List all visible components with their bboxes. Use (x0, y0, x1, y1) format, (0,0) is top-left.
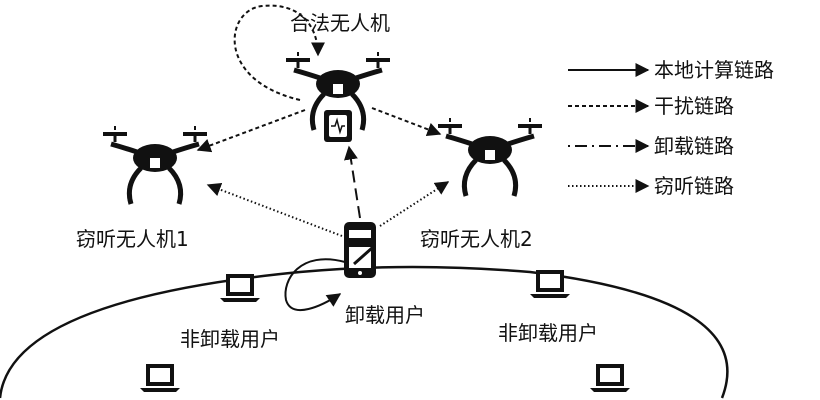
tablet-icon (344, 222, 376, 278)
eavesdrop-link-eve1 (206, 182, 343, 237)
non-offload-user-label-right: 非卸载用户 (498, 321, 598, 345)
non-offload-user-label-left: 非卸载用户 (180, 327, 280, 351)
legit-drone-label: 合法无人机 (290, 11, 390, 35)
offload-user-label: 卸载用户 (345, 303, 425, 327)
eve-drone-1-icon (103, 126, 207, 204)
local-link-loop (284, 258, 346, 311)
laptop-icon (140, 364, 180, 392)
legend-local-label: 本地计算链路 (654, 58, 774, 82)
legend-jamming-label: 干扰链路 (654, 94, 734, 118)
jamming-self-loop (233, 4, 325, 101)
eve-drone-2-icon (438, 118, 542, 196)
eve-drone-2-label: 窃听无人机2 (420, 227, 533, 251)
laptop-icon (220, 274, 260, 302)
legend-eavesdrop-label: 窃听链路 (654, 174, 734, 198)
laptop-icon (530, 270, 570, 298)
laptop-icon (590, 364, 630, 392)
legit-drone-icon (286, 52, 390, 142)
eve-drone-1-label: 窃听无人机1 (76, 227, 189, 251)
eavesdrop-link-eve2 (379, 181, 450, 227)
jamming-link-eve1 (196, 109, 306, 153)
legend: 本地计算链路 干扰链路 卸载链路 窃听链路 (568, 58, 774, 198)
offload-link (344, 145, 361, 219)
legend-offload-label: 卸载链路 (654, 134, 734, 158)
ground-ellipse (0, 265, 729, 399)
jamming-link-eve2 (371, 107, 442, 137)
